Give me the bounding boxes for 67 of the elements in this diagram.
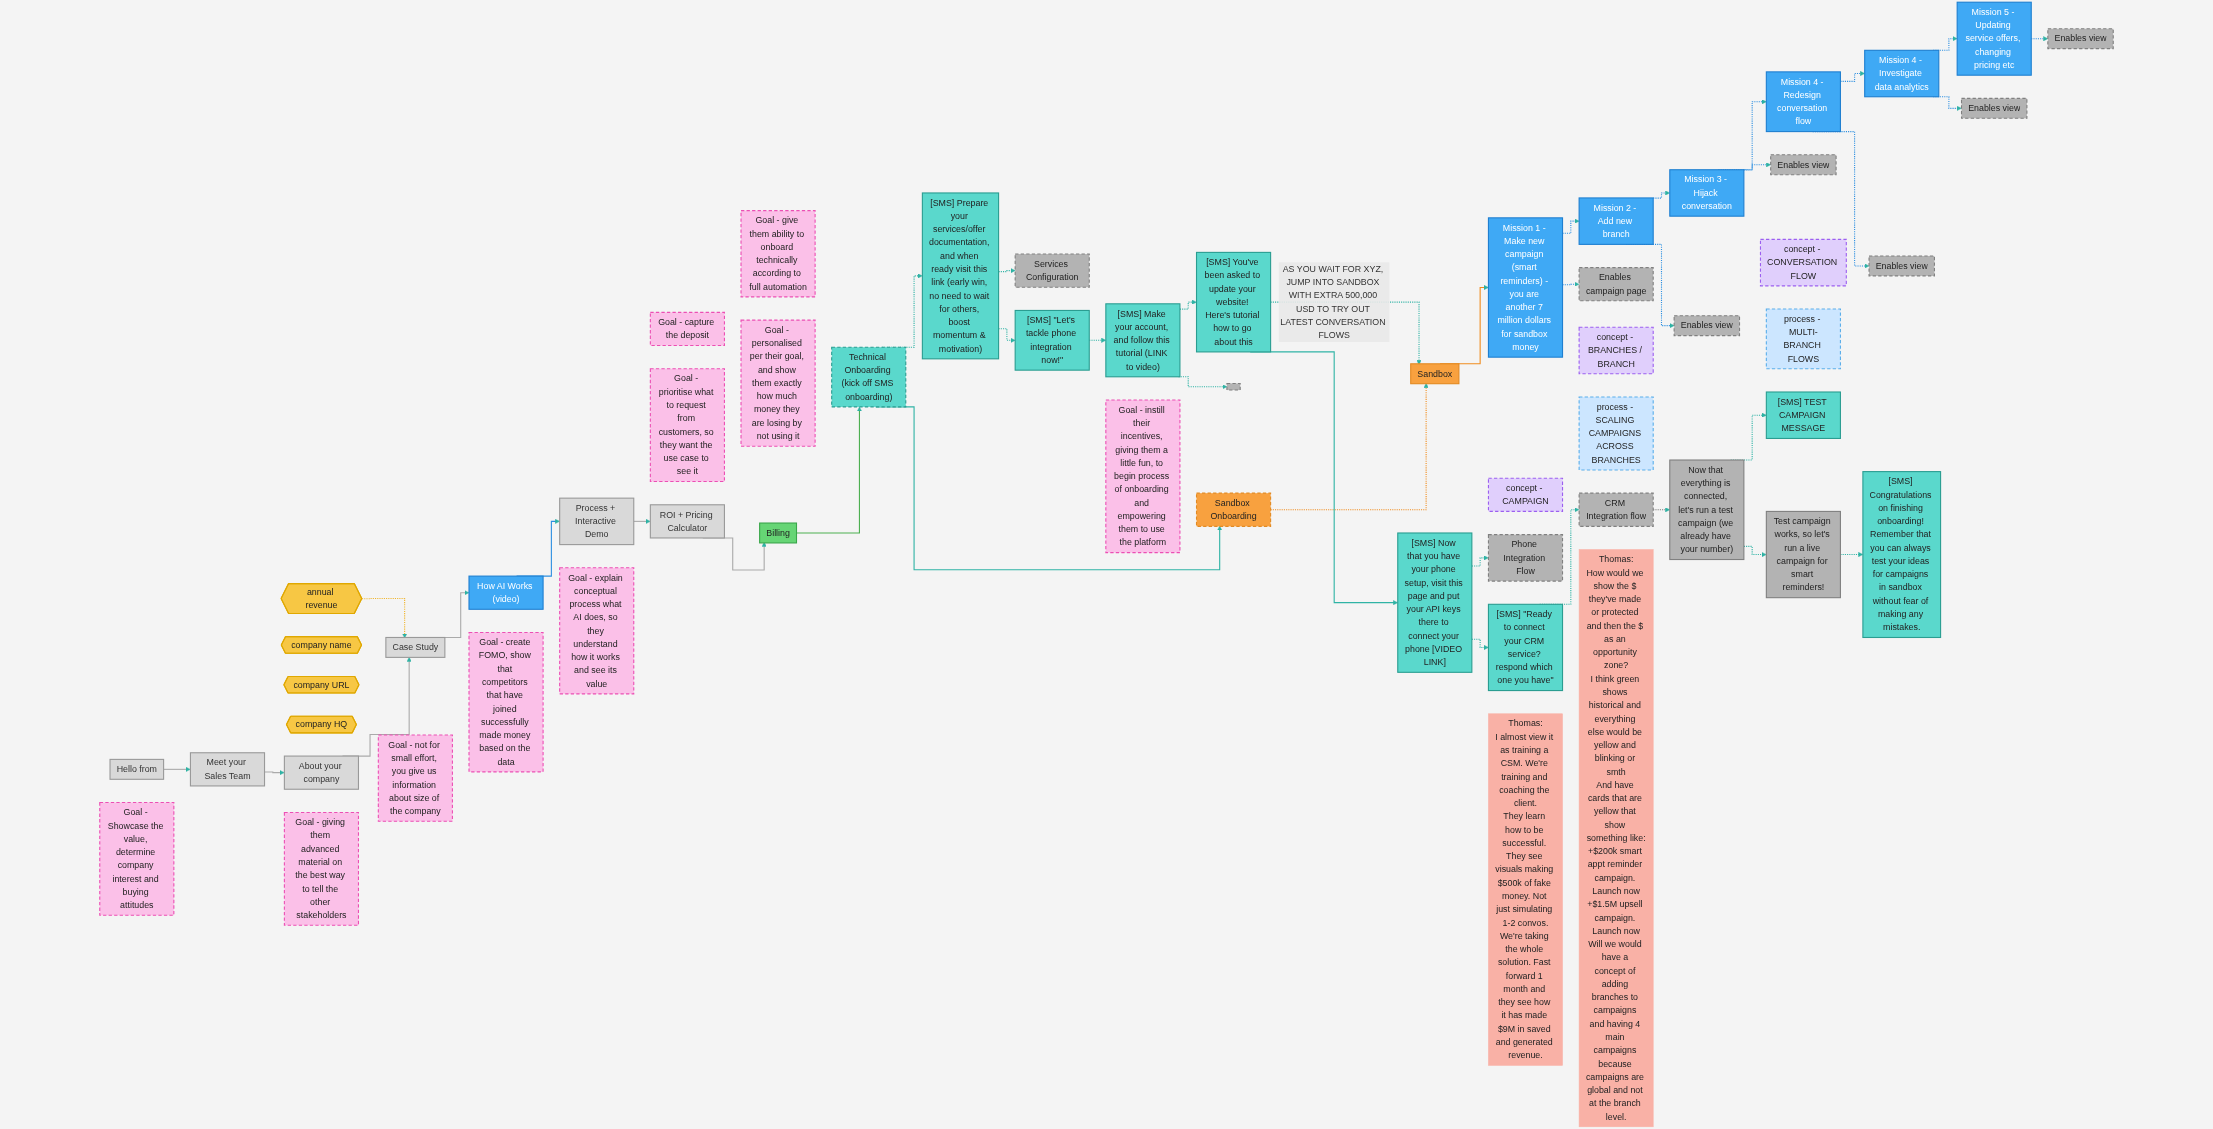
node-box: Billing	[759, 522, 798, 544]
edge-label: AS YOU WAIT FOR XYZ, JUMP INTO SANDBOX WITH EXTRA 500,000 USD TO TRY OUT LATEST CONVERSATION FLOWS	[1280, 264, 1386, 340]
node-box: Goal - give them ability to onboard technically according to full automation	[740, 210, 816, 298]
node-box: About your company	[283, 755, 360, 790]
node-box: Enables view	[2047, 28, 2114, 50]
arrow	[633, 518, 651, 524]
node-box: CRM Integration flow	[1578, 492, 1654, 527]
node-box: concept - CONVERSATION FLOW	[1759, 238, 1847, 287]
node-box: Process + Interactive Demo	[559, 497, 635, 546]
arrow	[1179, 299, 1197, 310]
node-box: process - MULTI-BRANCH FLOWS	[1765, 308, 1841, 370]
node-box: Mission 3 - Hijack conversation	[1669, 169, 1745, 217]
node-box: Services Configuration	[1014, 253, 1090, 288]
node-box: How AI Works (video)	[468, 575, 544, 610]
node-box: Case Study	[385, 636, 446, 658]
arrow	[163, 766, 191, 772]
node-box: Goal - create FOMO, show that competitors that have joined successfully made money based on the data	[468, 631, 544, 773]
node-box: Enables view	[1960, 97, 2028, 119]
arrow	[361, 597, 408, 639]
node-box: Test campaign works, so let's run a live campaign for smart reminders!	[1765, 510, 1841, 599]
node-box: [SMS] Now that you have your phone setup, visit this page and put your API keys there to connect your phone [VIDEO LINK]	[1397, 532, 1473, 673]
node-box: Phone Integration Flow	[1487, 534, 1564, 582]
node-box: concept - BRANCHES / BRANCH	[1578, 326, 1654, 375]
node-box: Sandbox Onboarding	[1195, 492, 1272, 527]
node-box: Goal - giving them advanced material on the best way to tell the other stakeholders	[283, 811, 360, 926]
node-box: Goal - prioritise what to request from customers, so they want the use case to see it	[649, 368, 725, 483]
node-box: Goal - capture the deposit	[649, 311, 725, 347]
node-box: Thomas: I almost view it as training a CSM. We're training and coaching the client. They learn how to be successful. They see visuals making $500k of fake money. Not just simulating 1-2 convos. We're taking the whole solution. Fast forward 1 month and they see how it has made $9M in saved and generated revenue.	[1488, 713, 1563, 1066]
node-box: Goal - instill their incentives, giving them a little fun, to begin process of onboarding and empowering them to use the platform	[1105, 399, 1181, 554]
node-box: Meet your Sales Team	[189, 752, 266, 787]
node-box: [SMS] TEST CAMPAIGN MESSAGE	[1765, 391, 1841, 439]
arrow	[1471, 638, 1489, 650]
arrow	[1652, 190, 1670, 199]
arrow	[1743, 162, 1771, 171]
node-box: Goal - explain conceptual process what AI does, so they understand how it works and see its value	[559, 567, 635, 695]
node-box	[1226, 382, 1241, 391]
node-box: Enables view	[1770, 154, 1837, 176]
node-box: [SMS] "Ready to connect your CRM service? respond which one you have"	[1487, 603, 1564, 692]
node-box: Enables view	[1673, 315, 1741, 337]
node-box: Mission 4 - Investigate data analytics	[1864, 49, 1940, 98]
node-box: [SMS] Make your account, and follow this tutorial (LINK to video)	[1105, 303, 1181, 378]
node-box: [SMS] Congratulations on finishing onboarding! Remember that you can always test your ideas for campaigns in sandbox without fear of making any mistakes.	[1862, 471, 1942, 639]
node-box: Mission 5 - Updating service offers, changing pricing etc	[1956, 1, 2032, 76]
node-box: Mission 1 - Make new campaign (smart reminders) - you are another 7 million dollars for sandbox money	[1487, 217, 1564, 358]
arrow	[998, 328, 1016, 343]
node-box: Enables view	[1868, 255, 1935, 277]
arrow	[1270, 383, 1429, 511]
arrow	[1743, 545, 1767, 557]
arrow	[998, 268, 1016, 274]
node-box: Mission 2 - Add new branch	[1578, 197, 1654, 245]
node-box: concept - CAMPAIGN	[1487, 477, 1564, 512]
node-box: Goal - Showcase the value, determine company interest and buying attitudes	[99, 801, 175, 916]
node-box: [SMS] "Let's tackle phone integration now!"	[1014, 309, 1090, 371]
node-box: Now that everything is connected, let's run a test campaign (we already have your number)	[1669, 459, 1745, 561]
node-box: process - SCALING CAMPAIGNS ACROSS BRANCHES	[1578, 396, 1654, 471]
node-box: Goal - not for small effort, you give us information about size of the company	[377, 734, 453, 822]
node-box: Enables campaign page	[1578, 267, 1654, 302]
node-box: Thomas: How would we show the $ they've made or protected and then the $ as an opportunity zone? I think green shows historical and everything else would be yellow and blinking or smth And have cards that are yellow that show something like: +$200k smart appt reminder campaign. Launch now +$1.5M upsell campaign. Launch now Will we would have a concept of adding branches to campaigns and having 4 main campaigns because campaigns are global and not at the branch level.	[1578, 549, 1654, 1128]
node-box: Sandbox	[1410, 363, 1460, 385]
node-box: Goal - personalised per their goal, and show them exactly how much money they are losing by not using it	[740, 319, 816, 447]
node-box: Hello from	[109, 758, 165, 780]
node-box: [SMS] Prepare your services/offer documentation, and when ready visit this link (early win, no need to wait for others, boost momentum & motivation)	[921, 192, 1000, 360]
node-box: [SMS] You've been asked to update your website! Here's tutorial how to go about this	[1195, 251, 1272, 353]
node-box: Technical Onboarding (kick off SMS onboarding)	[831, 346, 907, 408]
node-box: ROI + Pricing Calculator	[649, 504, 725, 539]
arrow	[1471, 555, 1489, 567]
node-box: Mission 4 - Redesign conversation flow	[1765, 71, 1841, 133]
